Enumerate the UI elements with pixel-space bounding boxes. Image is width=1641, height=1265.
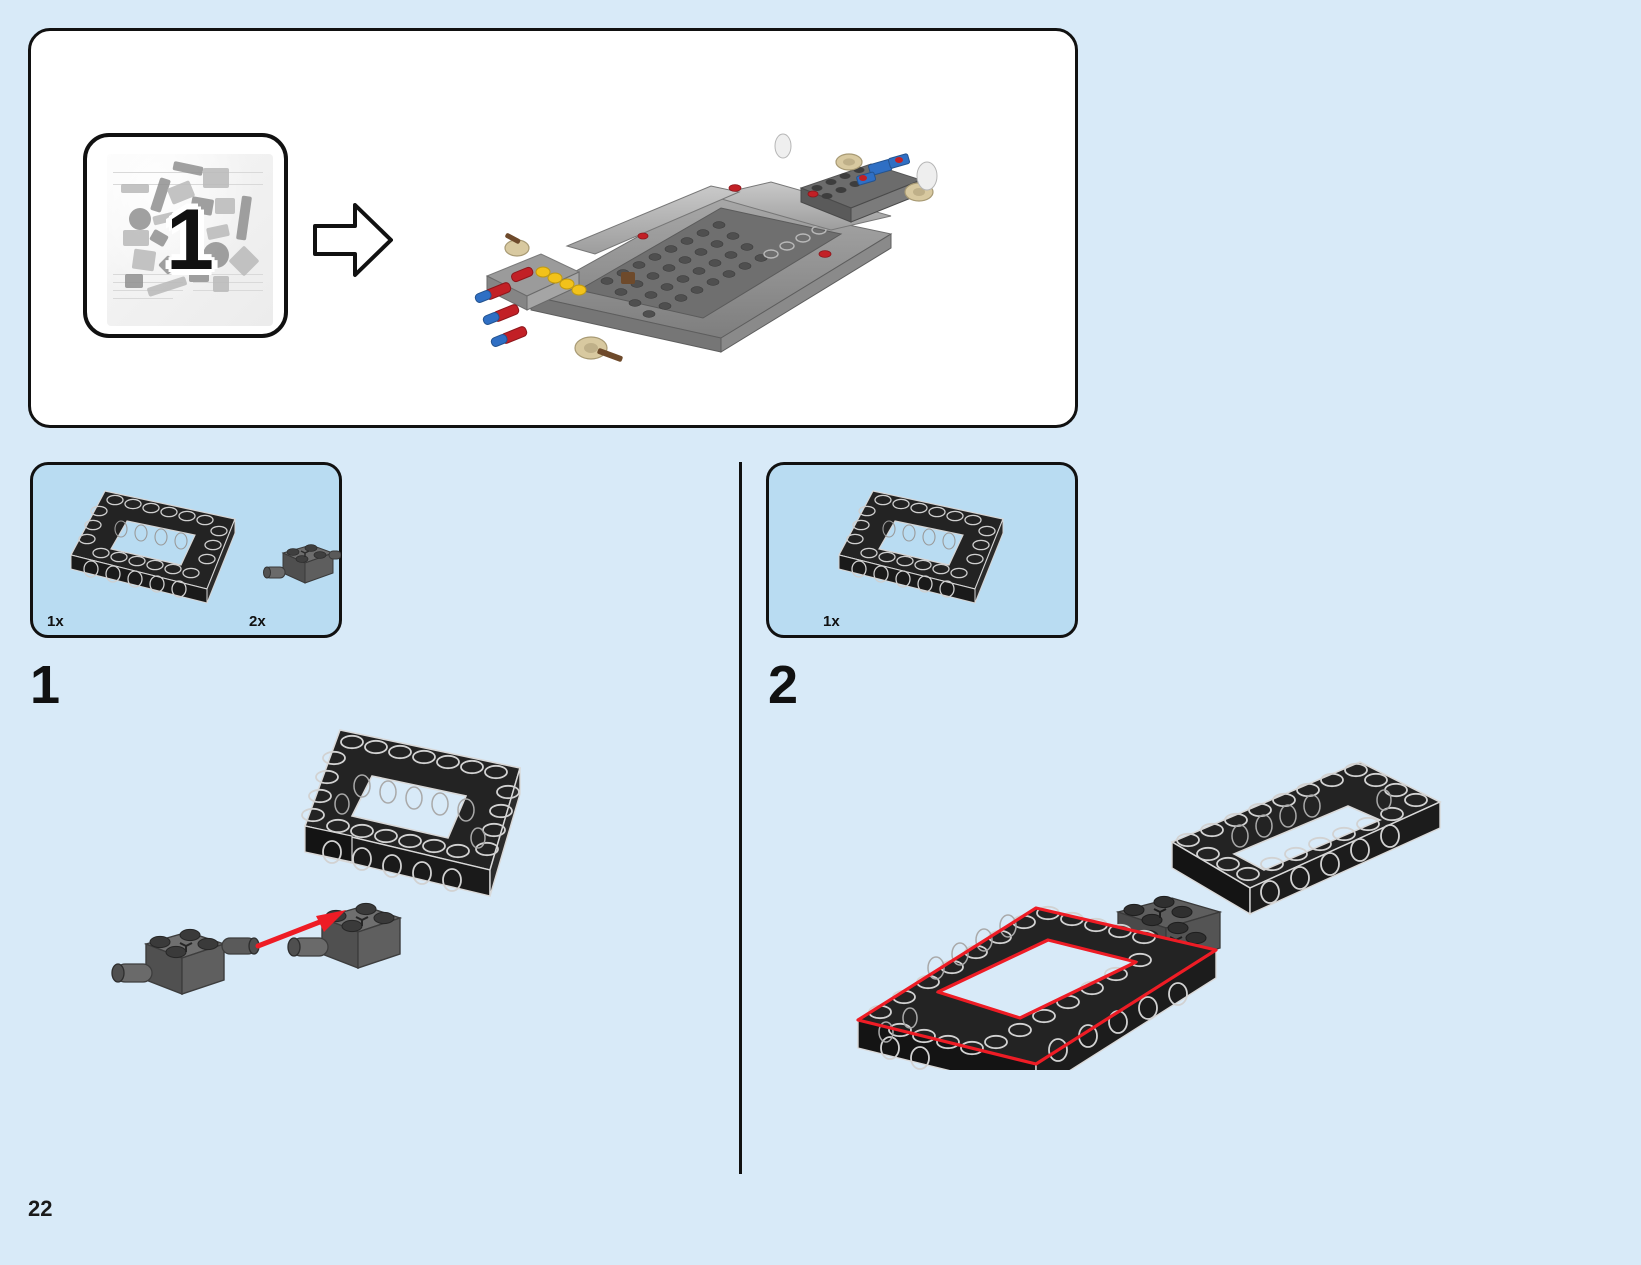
loose-pin-brick <box>111 928 260 996</box>
technic-brick-6x8-open-center-black <box>838 490 1004 604</box>
parts-bag-panel: 1 <box>83 133 288 338</box>
parts-bag-photo: 1 <box>107 154 273 326</box>
technic-brick-2x2-with-pin-dark-gray <box>263 544 341 584</box>
assembly-frame-brick <box>301 729 522 897</box>
step-2-assembly-illustration <box>855 761 1442 1070</box>
parts-quantity-label: 1x <box>823 613 840 630</box>
new-highlighted-frame-brick <box>855 905 1219 1070</box>
column-divider <box>739 462 742 1174</box>
placed-pin-brick <box>287 902 403 970</box>
assembly-direction-arrow <box>255 910 346 949</box>
step-1-assembly-illustration <box>111 729 522 996</box>
assembled-chassis-model <box>474 133 938 362</box>
bag-number-label: 1 <box>166 192 214 288</box>
new-part-highlight-inner-outline <box>936 938 1138 1020</box>
parts-callout-step-1: 1x 2x <box>30 462 342 638</box>
page-number: 22 <box>28 1196 53 1221</box>
parts-quantity-label: 1x <box>47 613 64 630</box>
step-number-2: 2 <box>768 655 799 715</box>
parts-quantity-label: 2x <box>249 613 266 630</box>
parts-callout-step-2: 1x <box>766 462 1078 638</box>
bag-intro-panel: 1 <box>28 28 1078 428</box>
new-part-highlight-outline <box>856 906 1218 1066</box>
existing-frame-brick <box>1170 761 1442 916</box>
right-arrow-icon <box>313 203 393 277</box>
step-number-1: 1 <box>30 655 61 715</box>
technic-brick-6x8-open-center-black <box>70 490 236 604</box>
